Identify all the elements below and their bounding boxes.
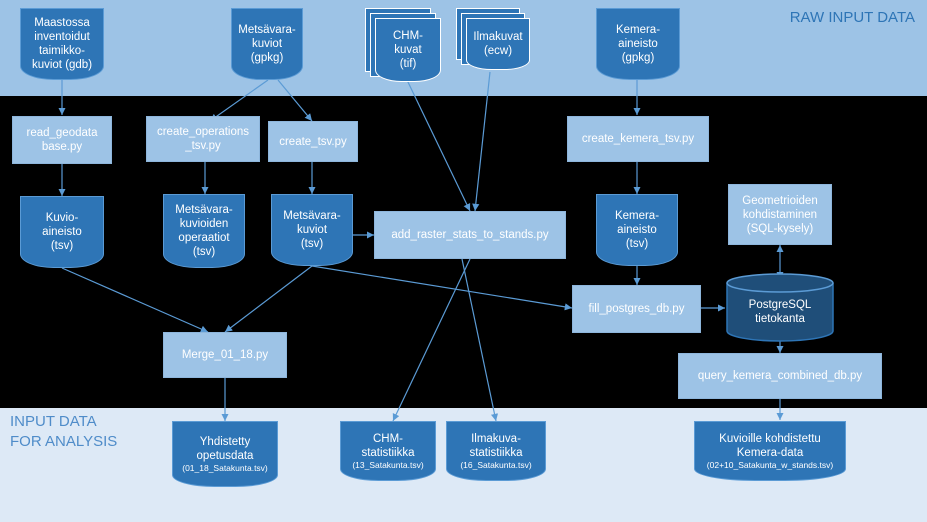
ilmakuva-stat-file: (16_Satakunta.tsv): [460, 459, 532, 470]
doc-kuvioaineisto-tsv: Kuvio- aineisto (tsv): [20, 196, 104, 268]
maastossa-line4: kuviot (gdb): [31, 59, 93, 71]
ilmakuvat-line1: Ilmakuvat: [473, 31, 523, 43]
metsavara-tsv-line2: kuviot: [296, 224, 328, 236]
analysis-label-line2: FOR ANALYSIS: [10, 433, 118, 450]
postgresql-database-icon: [726, 273, 834, 342]
geometrioiden-line2: kohdistaminen: [742, 208, 818, 221]
edge-addraster-chmstat: [392, 258, 471, 422]
metsavara-line3: (gpkg): [250, 52, 284, 64]
edge-kuvio-merge: [61, 267, 209, 333]
edge-chm-addraster: [406, 79, 471, 212]
proc-create-operations: create_operations _tsv.py: [146, 116, 260, 162]
edge-metsavaratsv-fill: [311, 265, 573, 311]
kemera-tsv-line1: Kemera-: [614, 210, 660, 222]
proc-merge-01-18: Merge_01_18.py: [163, 332, 287, 378]
operaatiot-line1: Metsävara-: [175, 204, 233, 216]
postgresql-line2: tietokanta: [755, 313, 805, 325]
proc-add-raster-stats: add_raster_stats_to_stands.py: [374, 211, 566, 259]
create-operations-line2: _tsv.py: [185, 140, 221, 152]
yhdistetty-file: (01_18_Satakunta.tsv): [182, 462, 268, 473]
kuvioaineisto-line2: aineisto: [42, 226, 82, 238]
yhdistetty-line2: opetusdata: [196, 449, 254, 462]
doc-chm-kuvat: CHM- kuvat (tif): [375, 18, 441, 82]
doc-yhdistetty-opetusdata: Yhdistetty opetusdata (01_18_Satakunta.t…: [172, 421, 278, 487]
doc-metsavara-operaatiot-tsv: Metsävara- kuvioiden operaatiot (tsv): [163, 194, 245, 268]
ilmakuvat-line2: (ecw): [483, 45, 513, 57]
kemera-tsv-line2: aineisto: [617, 224, 657, 236]
edge-metsavara-createtsv: [277, 79, 313, 122]
doc-maastossa-kuviot: Maastossa inventoidut taimikko- kuviot (…: [20, 8, 104, 80]
chm-line1: CHM-: [392, 30, 424, 42]
chm-stat-line1: CHM-: [372, 432, 403, 445]
analysis-label-line1: INPUT DATA: [10, 413, 97, 430]
postgresql-label: PostgreSQL tietokanta: [725, 298, 835, 326]
maastossa-line3: taimikko-: [38, 45, 85, 57]
kuvioille-file: (02+10_Satakunta_w_stands.tsv): [706, 459, 834, 470]
kemera-line2: aineisto: [618, 38, 658, 50]
operaatiot-line4: (tsv): [192, 246, 216, 258]
edge-metsavaratsv-merge: [224, 265, 313, 333]
maastossa-line2: inventoidut: [34, 31, 90, 43]
metsavara-tsv-line3: (tsv): [300, 238, 324, 250]
read-geodata-line1: read_geodata: [26, 127, 98, 139]
geometrioiden-line1: Geometrioiden: [742, 194, 818, 207]
metsavara-tsv-line1: Metsävara-: [283, 210, 341, 222]
doc-chm-statistiikka: CHM- statistiikka (13_Satakunta.tsv): [340, 421, 436, 481]
kemera-tsv-line3: (tsv): [625, 238, 649, 250]
metsavara-line1: Metsävara-: [238, 24, 296, 36]
doc-kemera-gpkg: Kemera- aineisto (gpkg): [596, 8, 680, 80]
kuvioaineisto-line3: (tsv): [50, 240, 74, 252]
chm-line2: kuvat: [394, 44, 422, 56]
edge-addraster-ilmakuvastat: [461, 258, 499, 422]
proc-create-tsv: create_tsv.py: [268, 121, 358, 162]
proc-read-geodatabase: read_geodata base.py: [12, 116, 112, 164]
doc-kemera-tsv: Kemera- aineisto (tsv): [596, 194, 678, 266]
ilmakuva-stat-line2: statistiikka: [469, 446, 523, 459]
maastossa-line1: Maastossa: [34, 17, 90, 29]
kemera-line1: Kemera-: [615, 24, 661, 36]
geometrioiden-line3: (SQL-kysely): [746, 222, 814, 235]
kuvioaineisto-line1: Kuvio-: [45, 212, 79, 224]
proc-query-kemera-combined: query_kemera_combined_db.py: [678, 353, 882, 399]
doc-ilmakuvat: Ilmakuvat (ecw): [466, 18, 530, 70]
raw-input-label: RAW INPUT DATA: [789, 9, 915, 26]
operaatiot-line3: operaatiot: [178, 232, 230, 244]
edge-metsavara-operations: [209, 79, 269, 122]
kuvioille-line1: Kuvioille kohdistettu: [719, 432, 821, 445]
doc-ilmakuvat-stack: Ilmakuvat (ecw): [456, 8, 532, 72]
doc-chm-kuvat-stack: CHM- kuvat (tif): [365, 8, 443, 84]
yhdistetty-line1: Yhdistetty: [199, 435, 251, 448]
kemera-line3: (gpkg): [621, 52, 655, 64]
chm-line3: (tif): [399, 58, 417, 70]
metsavara-line2: kuviot: [251, 38, 283, 50]
chm-stat-line2: statistiikka: [361, 446, 415, 459]
proc-geometrioiden-kohdistaminen: Geometrioiden kohdistaminen (SQL-kysely): [728, 184, 832, 245]
read-geodata-line2: base.py: [41, 141, 83, 153]
edge-ilmakuvat-addraster: [472, 71, 491, 212]
doc-metsavara-gpkg: Metsävara- kuviot (gpkg): [231, 8, 303, 80]
doc-ilmakuva-statistiikka: Ilmakuva- statistiikka (16_Satakunta.tsv…: [446, 421, 546, 481]
analysis-input-label: INPUT DATA FOR ANALYSIS: [10, 412, 117, 452]
chm-stat-file: (13_Satakunta.tsv): [352, 459, 424, 470]
postgresql-line1: PostgreSQL: [748, 299, 812, 311]
doc-kuvioille-kohdistettu: Kuvioille kohdistettu Kemera-data (02+10…: [694, 421, 846, 481]
proc-fill-postgres-db: fill_postgres_db.py: [572, 285, 701, 333]
kuvioille-line2: Kemera-data: [736, 446, 804, 459]
operaatiot-line2: kuvioiden: [179, 218, 229, 230]
proc-create-kemera-tsv: create_kemera_tsv.py: [567, 116, 709, 162]
doc-metsavara-kuviot-tsv: Metsävara- kuviot (tsv): [271, 194, 353, 266]
create-operations-line1: create_operations: [156, 126, 250, 138]
ilmakuva-stat-line1: Ilmakuva-: [471, 432, 521, 445]
